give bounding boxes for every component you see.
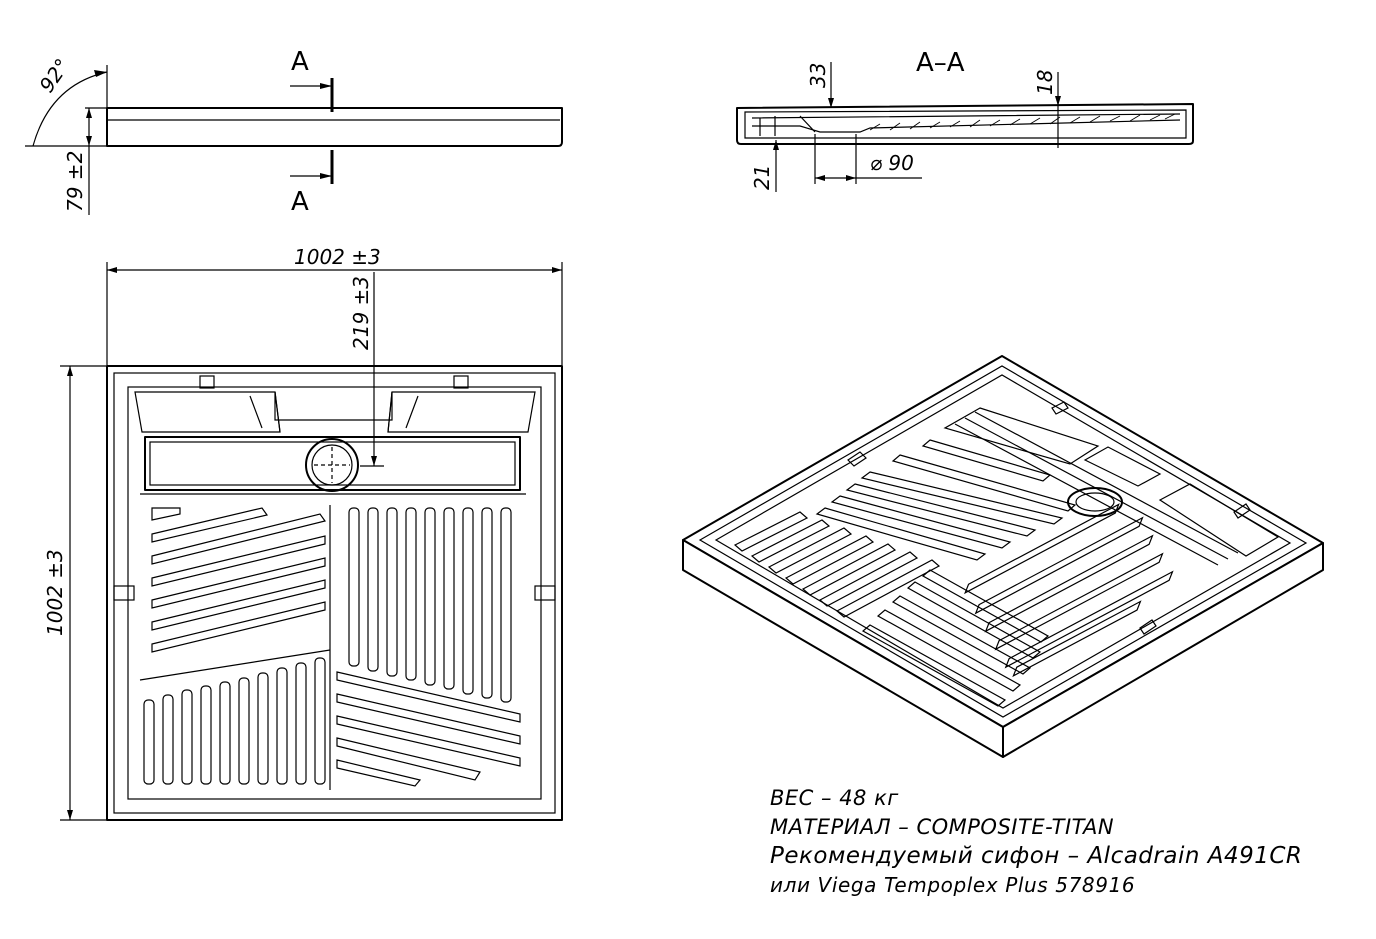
alternative-siphon-note: или Viega Tempoplex Plus 578916 — [770, 873, 1136, 897]
height-label: 79 ±2 — [63, 151, 87, 212]
drain-offset-label: 219 ±3 — [349, 276, 373, 350]
section-mark-top: A — [291, 47, 309, 77]
dim-21-label: 21 — [750, 165, 774, 190]
plan-view — [60, 262, 563, 821]
isometric-view — [682, 355, 1324, 758]
material-note: МАТЕРИАЛ – COMPOSITE-TITAN — [770, 815, 1115, 839]
weight-note: ВЕС – 48 кг — [770, 786, 899, 810]
siphon-note: Рекомендуемый сифон – Alcadrain A491CR — [770, 843, 1303, 869]
section-mark-bottom: A — [291, 187, 309, 217]
dim-33-label: 33 — [806, 63, 830, 88]
section-title: A–A — [916, 48, 965, 78]
side-view — [25, 65, 563, 215]
dim-diameter-label: ⌀ 90 — [870, 151, 914, 175]
dim-18-label: 18 — [1033, 70, 1057, 95]
section-view — [736, 62, 1194, 192]
length-label: 1002 ±3 — [43, 549, 67, 636]
width-label: 1002 ±3 — [294, 245, 381, 269]
angle-label: 92° — [34, 54, 74, 97]
notes-block: ВЕС – 48 кг МАТЕРИАЛ – COMPOSITE-TITAN Р… — [770, 784, 1302, 900]
